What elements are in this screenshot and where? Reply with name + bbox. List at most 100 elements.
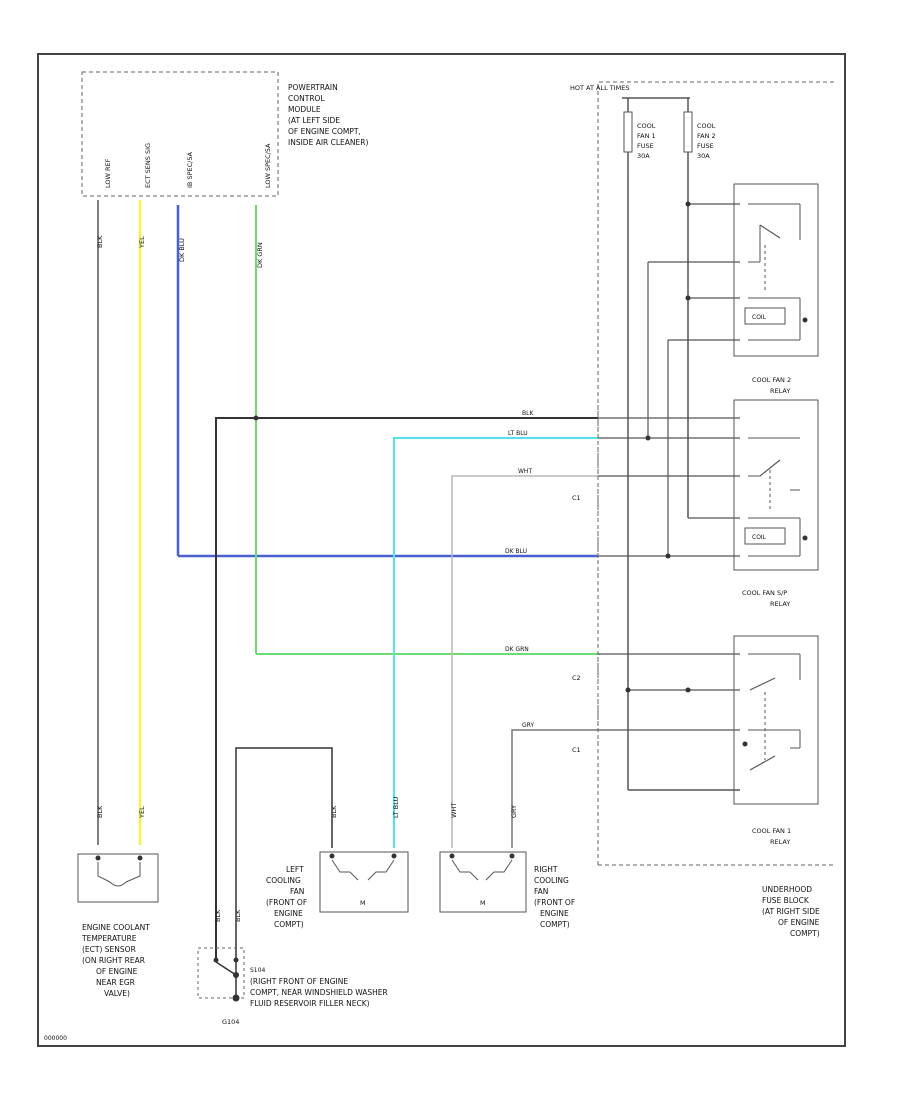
relay-cool-fan-sp-label: COOL FAN S/P RELAY [742, 589, 790, 608]
svg-text:M: M [480, 899, 486, 907]
left-cooling-fan-motor: M [319, 851, 409, 913]
svg-text:COOL: COOL [697, 122, 716, 130]
svg-text:FUSE: FUSE [637, 142, 654, 150]
relay-cool-fan-2: COOL FAN 2 RELAY COIL [598, 376, 819, 571]
svg-text:ENGINE: ENGINE [540, 909, 569, 918]
svg-text:TEMPERATURE: TEMPERATURE [81, 934, 137, 943]
svg-text:BLK: BLK [522, 410, 534, 417]
svg-text:COIL: COIL [752, 314, 767, 321]
wire-black-ground [215, 417, 598, 960]
svg-text:FAN 2: FAN 2 [697, 132, 716, 140]
svg-text:CONTROL: CONTROL [288, 94, 325, 103]
svg-text:COIL: COIL [752, 534, 767, 541]
connector-label-c1: C1 [572, 494, 581, 502]
svg-text:ENGINE COOLANT: ENGINE COOLANT [82, 923, 150, 932]
svg-text:OF ENGINE: OF ENGINE [778, 918, 820, 927]
svg-text:WHT: WHT [518, 468, 532, 475]
svg-text:RIGHT: RIGHT [534, 865, 558, 874]
svg-text:LOW REF: LOW REF [104, 158, 112, 188]
wire-white [451, 475, 598, 848]
svg-text:G104: G104 [222, 1018, 239, 1026]
svg-text:(ON RIGHT REAR: (ON RIGHT REAR [82, 956, 145, 965]
underhood-fuse-block-label: UNDERHOOD FUSE BLOCK (AT RIGHT SIDE OF E… [762, 885, 820, 938]
ground-location-label: (RIGHT FRONT OF ENGINE COMPT, NEAR WINDS… [250, 977, 388, 1008]
svg-text:ENGINE: ENGINE [274, 909, 303, 918]
svg-text:LOW SPEC/5A: LOW SPEC/5A [264, 143, 272, 188]
wire-color-labels: BLK LT BLU WHT DK BLU DK GRN GRY BLK YEL… [96, 235, 534, 922]
wire-junction [253, 415, 259, 421]
svg-text:RELAY: RELAY [770, 387, 790, 395]
svg-text:BLK: BLK [96, 805, 104, 818]
svg-text:COMPT): COMPT) [790, 929, 820, 938]
wire-lt-blue [393, 437, 598, 848]
footer-code: 000000 [44, 1035, 67, 1042]
diagram-border [37, 53, 846, 1047]
relay-upper: COIL [648, 183, 819, 357]
svg-text:VALVE): VALVE) [104, 989, 130, 998]
svg-text:FAN: FAN [534, 887, 548, 896]
pcm-label: POWERTRAIN CONTROL MODULE (AT LEFT SIDE … [288, 83, 368, 147]
right-cooling-fan-motor: M [439, 851, 527, 913]
svg-text:DK GRN: DK GRN [256, 242, 264, 268]
connector-label-c1-b: C1 [572, 746, 581, 754]
svg-text:FLUID RESERVOIR FILLER NECK): FLUID RESERVOIR FILLER NECK) [250, 999, 370, 1008]
svg-text:DK BLU: DK BLU [505, 548, 527, 555]
svg-text:COOL FAN 1: COOL FAN 1 [752, 827, 791, 835]
fuse-cool-fan-2: COOL FAN 2 FUSE 30A [683, 98, 716, 518]
svg-text:POWERTRAIN: POWERTRAIN [288, 83, 338, 92]
svg-text:COOLING: COOLING [266, 876, 301, 885]
ect-sensor [77, 853, 159, 903]
svg-text:FUSE: FUSE [697, 142, 714, 150]
wire-gray [511, 729, 598, 848]
svg-text:M: M [360, 899, 366, 907]
svg-text:NEAR EGR: NEAR EGR [96, 978, 135, 987]
svg-text:BLK: BLK [330, 805, 338, 818]
ect-sensor-label: ENGINE COOLANT TEMPERATURE (ECT) SENSOR … [81, 923, 150, 998]
svg-text:BLK: BLK [234, 909, 242, 922]
svg-text:COOL: COOL [637, 122, 656, 130]
svg-text:COMPT): COMPT) [274, 920, 304, 929]
svg-text:INSIDE AIR CLEANER): INSIDE AIR CLEANER) [288, 138, 368, 147]
connector-label-c2: C2 [572, 674, 581, 682]
pcm-pin-labels: LOW REF ECT SENS SIG IB SPEC/5A LOW SPEC… [104, 143, 272, 188]
svg-text:(FRONT OF: (FRONT OF [534, 898, 575, 907]
svg-text:(RIGHT FRONT OF ENGINE: (RIGHT FRONT OF ENGINE [250, 977, 348, 986]
svg-text:LT BLU: LT BLU [508, 430, 528, 437]
svg-text:LT BLU: LT BLU [392, 796, 400, 818]
svg-text:GRY: GRY [510, 805, 518, 818]
svg-text:ECT SENS SIG: ECT SENS SIG [144, 143, 152, 188]
svg-text:FUSE BLOCK: FUSE BLOCK [762, 896, 810, 905]
svg-text:YEL: YEL [138, 806, 146, 819]
ground-splice: S104 G104 [197, 947, 265, 1026]
pcm-box [81, 71, 279, 197]
svg-text:COMPT): COMPT) [540, 920, 570, 929]
svg-text:RELAY: RELAY [770, 838, 790, 846]
svg-text:COOL FAN S/P: COOL FAN S/P [742, 589, 787, 597]
svg-text:DK GRN: DK GRN [505, 646, 529, 653]
fuse-cool-fan-1: COOL FAN 1 FUSE 30A [623, 98, 656, 180]
svg-text:MODULE: MODULE [288, 105, 321, 114]
svg-text:FAN: FAN [290, 887, 304, 896]
svg-text:30A: 30A [637, 152, 650, 160]
svg-text:RELAY: RELAY [770, 600, 790, 608]
right-cooling-fan-label: RIGHT COOLING FAN (FRONT OF ENGINE COMPT… [534, 865, 575, 929]
hot-at-all-times-label: HOT AT ALL TIMES [570, 84, 630, 92]
svg-text:(AT LEFT SIDE: (AT LEFT SIDE [288, 116, 340, 125]
svg-text:BLK: BLK [214, 909, 222, 922]
svg-text:GRY: GRY [522, 722, 534, 729]
svg-text:BLK: BLK [96, 235, 104, 248]
svg-text:UNDERHOOD: UNDERHOOD [762, 885, 812, 894]
svg-text:OF ENGINE COMPT,: OF ENGINE COMPT, [288, 127, 361, 136]
svg-text:OF ENGINE: OF ENGINE [96, 967, 138, 976]
svg-text:COMPT, NEAR WINDSHIELD WASHER: COMPT, NEAR WINDSHIELD WASHER [250, 988, 388, 997]
svg-text:WHT: WHT [450, 803, 458, 818]
relay-cool-fan-1: COOL FAN 1 RELAY [598, 635, 819, 846]
svg-text:COOLING: COOLING [534, 876, 569, 885]
svg-text:FAN 1: FAN 1 [637, 132, 656, 140]
left-fan-ground-wire [235, 747, 333, 960]
svg-text:YEL: YEL [138, 236, 146, 249]
svg-text:(FRONT OF: (FRONT OF [266, 898, 307, 907]
svg-text:(AT RIGHT SIDE: (AT RIGHT SIDE [762, 907, 820, 916]
svg-text:LEFT: LEFT [286, 865, 304, 874]
